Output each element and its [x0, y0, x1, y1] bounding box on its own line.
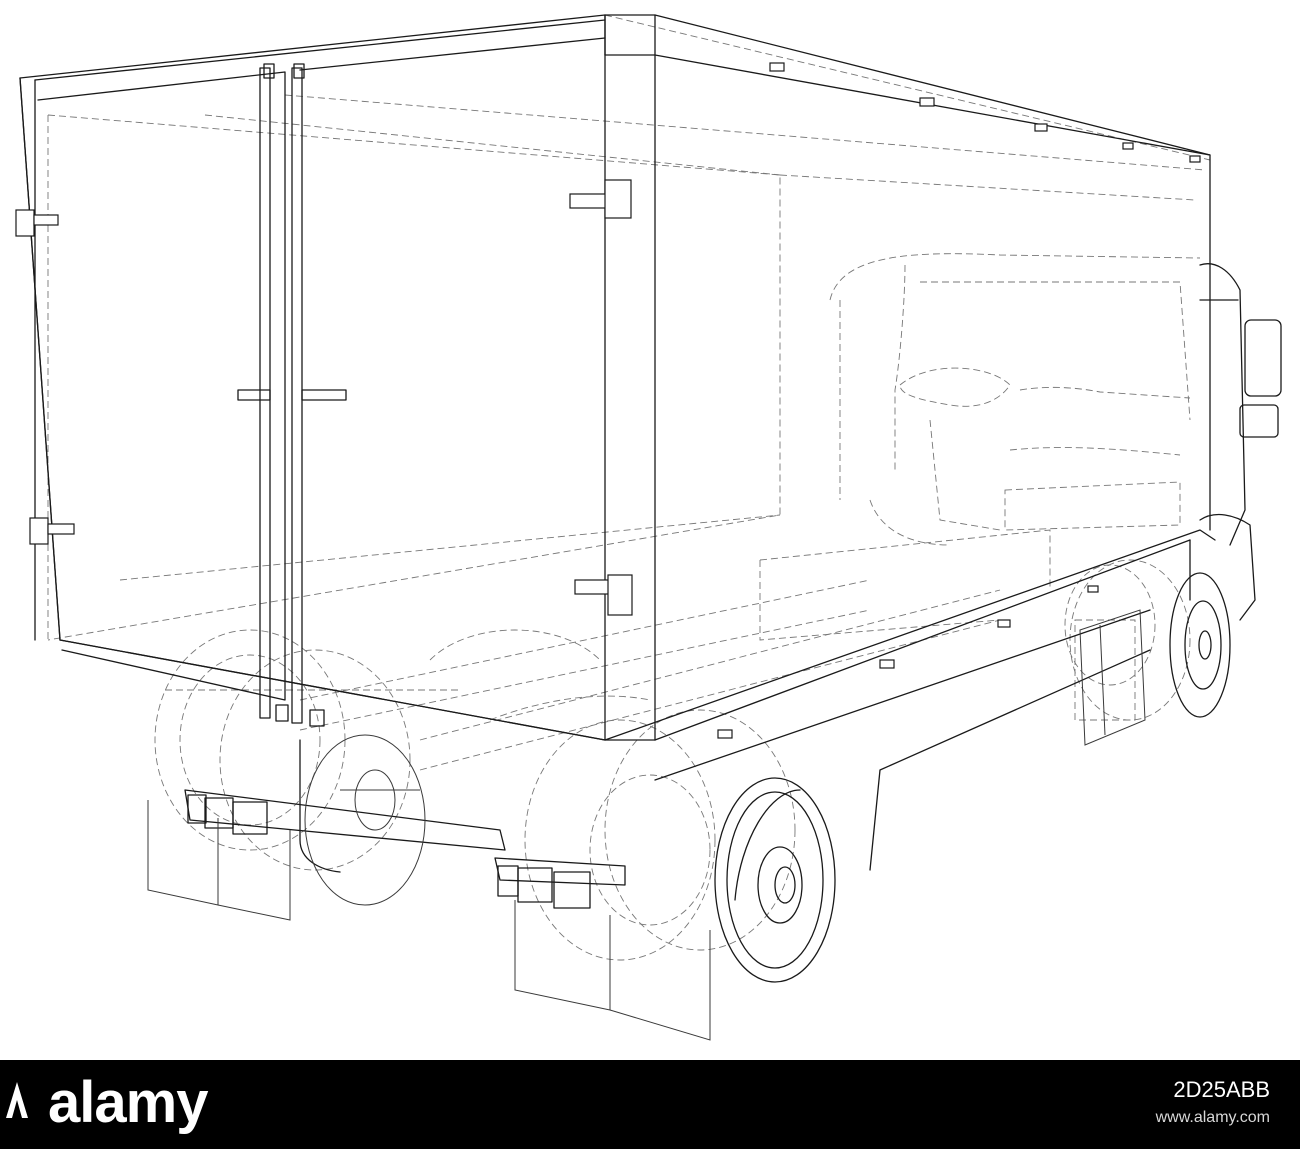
site-url: www.alamy.com	[1155, 1109, 1270, 1126]
door-lock-bars	[237, 63, 347, 727]
image-id-label: 2D25ABB www.alamy.com	[1156, 1076, 1270, 1132]
hidden-lines	[47, 14, 1211, 961]
watermark-footer: alamy 2D25ABB www.alamy.com	[0, 1060, 1300, 1149]
rear-wheel-far	[304, 734, 426, 906]
marker-lights	[717, 62, 1201, 739]
alamy-logo-mark-icon	[6, 1082, 28, 1118]
image-id: 2D25ABB	[1173, 1077, 1270, 1102]
door-hinges	[15, 179, 633, 616]
rear-bumper-right	[494, 857, 626, 909]
mud-flaps	[147, 800, 711, 1041]
rear-bumper-left	[184, 739, 506, 873]
cargo-box	[19, 14, 1216, 871]
side-box	[1079, 609, 1146, 746]
rear-wheel-near	[714, 777, 836, 983]
front-wheel	[1169, 572, 1231, 718]
truck-cab	[1189, 263, 1282, 621]
truck-wireframe-illustration	[15, 14, 1282, 1041]
alamy-logo: alamy	[48, 1070, 208, 1135]
